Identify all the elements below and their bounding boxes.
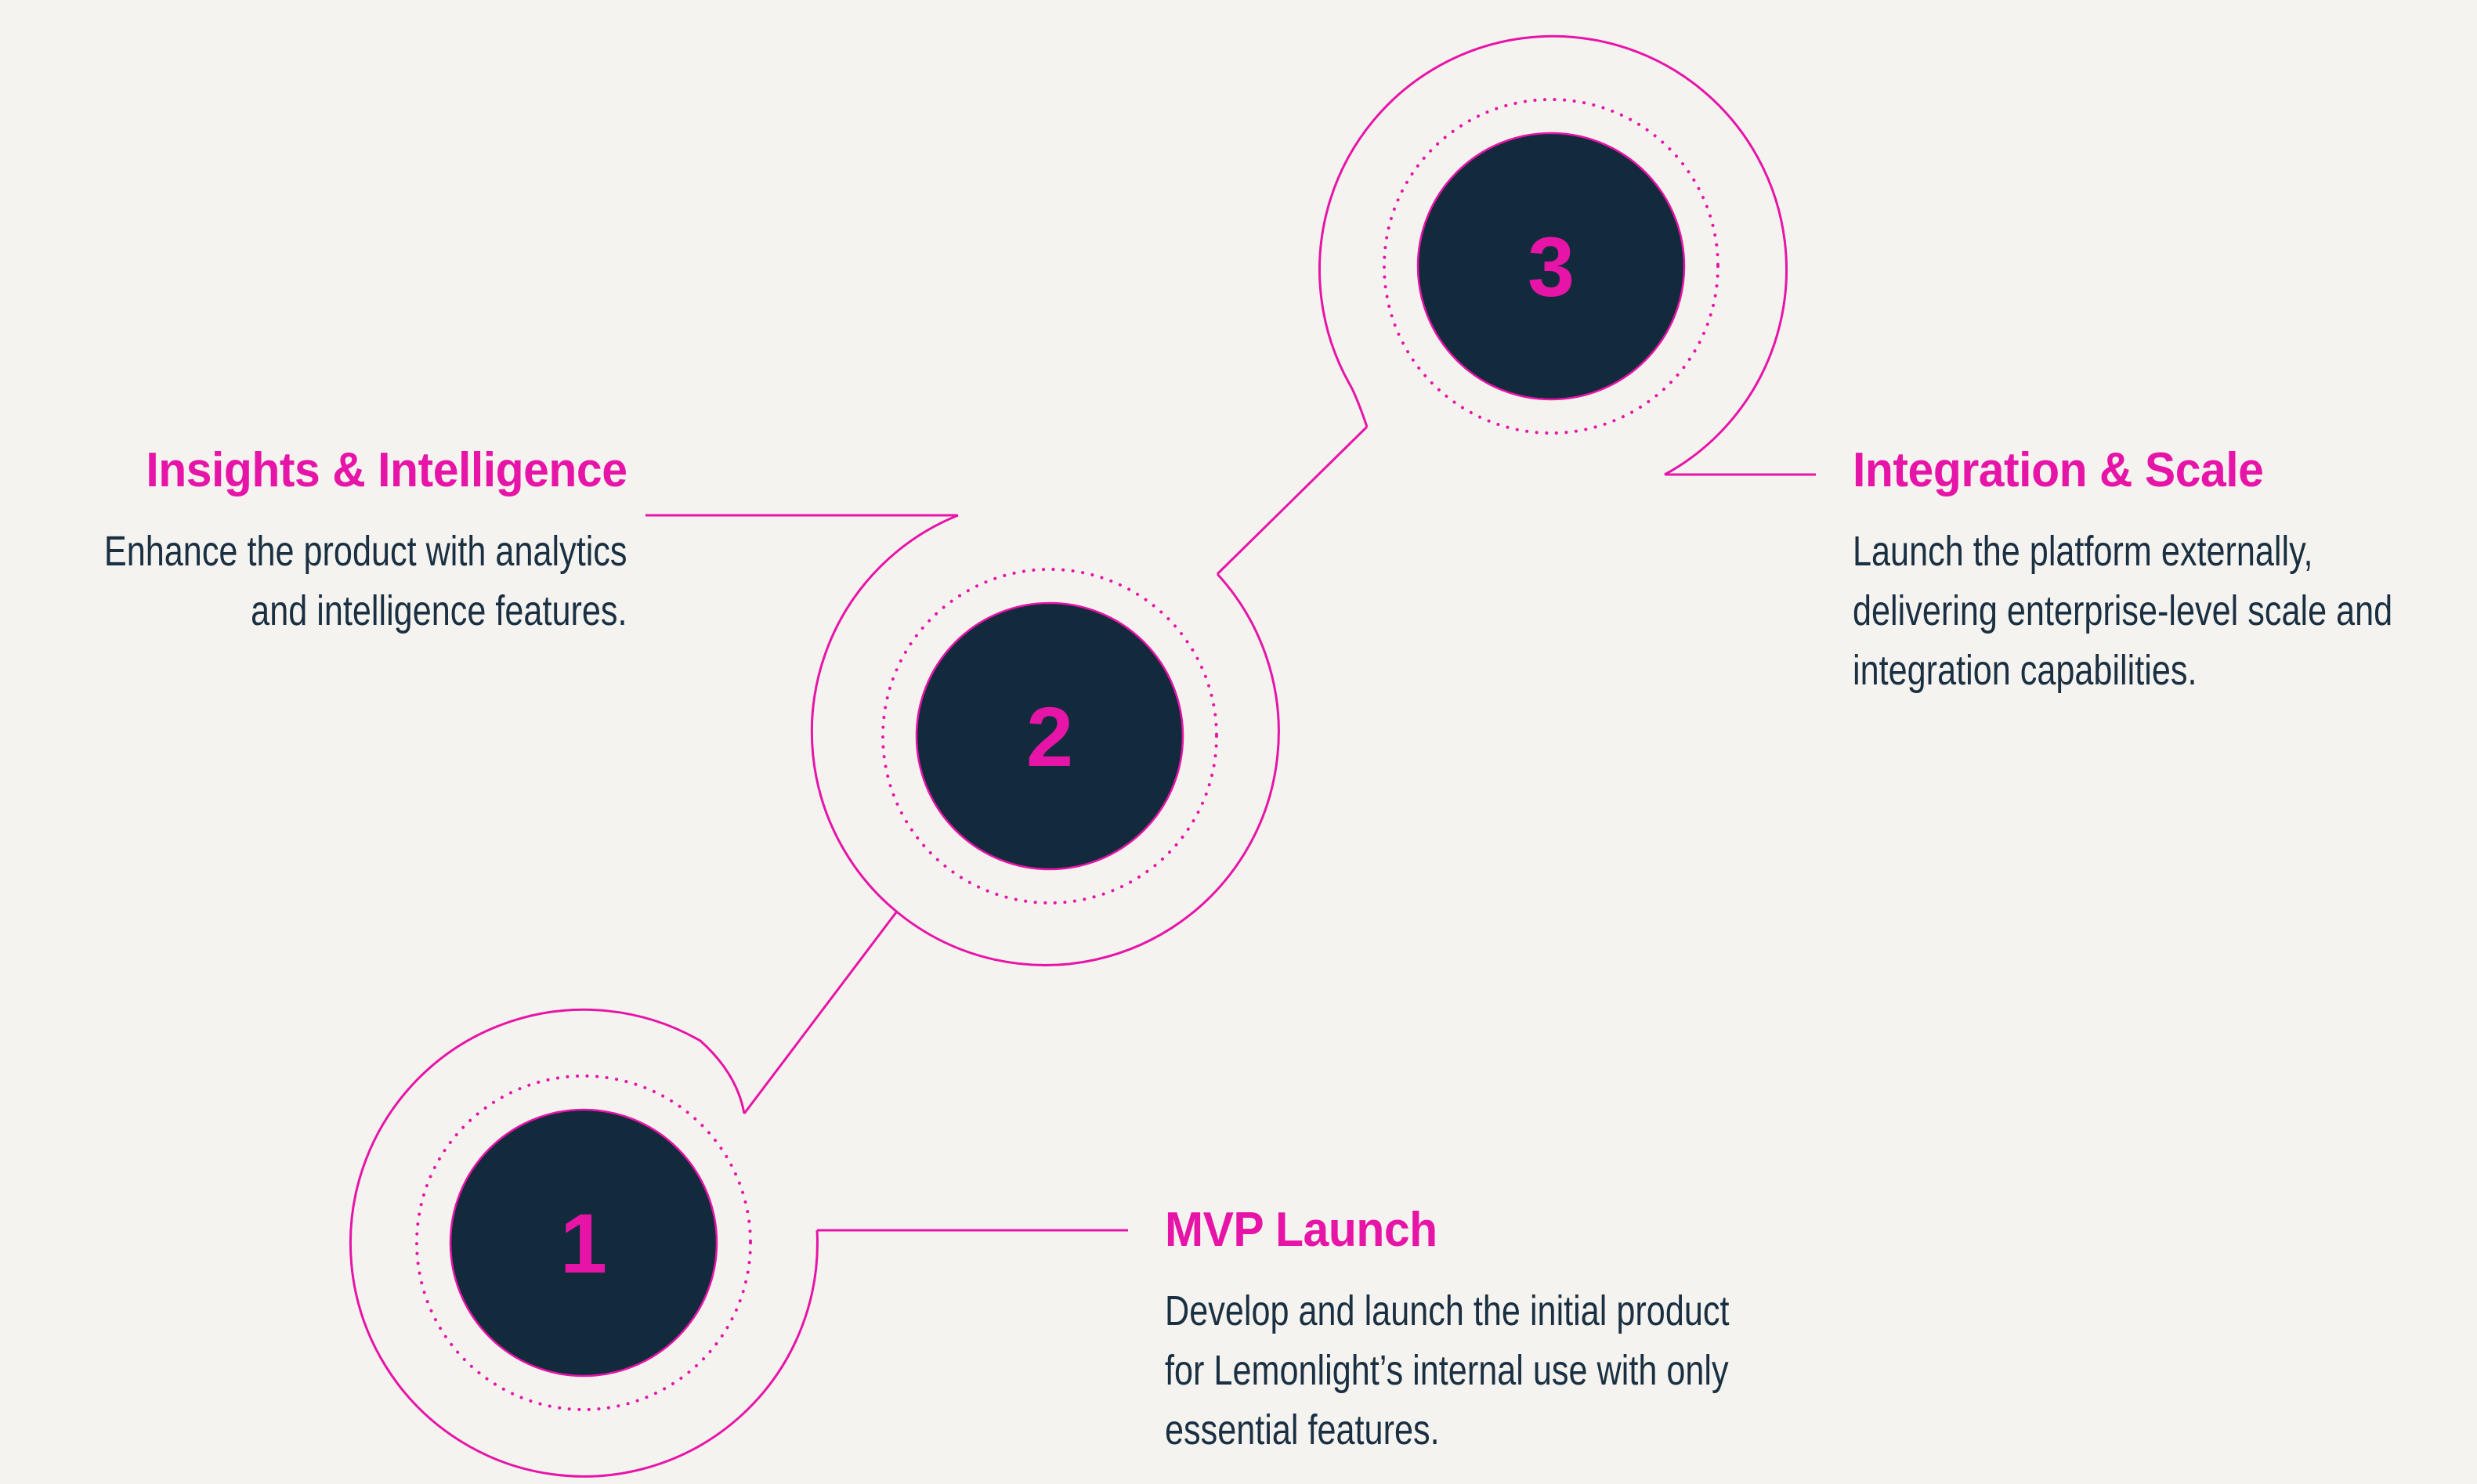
connector-step2-to-step3 [1216, 425, 1369, 576]
step-2-description-line-1: Enhance the product with analytics [103, 528, 627, 575]
step-1-description-line-2: for Lemonlight’s internal use with only [1165, 1347, 1729, 1394]
step-1-dotted-ring [415, 1074, 752, 1411]
step-2-description-line-2: and intelligence features. [250, 587, 627, 634]
step-3-title: Integration & Scale [1853, 443, 2264, 497]
step-3-dotted-ring [1383, 98, 1719, 435]
step-1-description-line-1: Develop and launch the initial product [1165, 1287, 1730, 1334]
step-2-circle [915, 601, 1184, 871]
step-2-node [810, 514, 1280, 966]
step-2-dotted-ring [881, 568, 1218, 904]
step-1-circle [449, 1108, 718, 1377]
step-3-node [1318, 34, 1788, 476]
step-1-title: MVP Launch [1165, 1203, 1437, 1257]
step-2-title: Insights & Intelligence [145, 443, 627, 497]
step-3-circle [1416, 132, 1686, 401]
step-1-number: 1 [559, 1195, 608, 1291]
connector-step1-to-step2 [743, 912, 898, 1114]
step-3-description-line-1: Launch the platform externally, [1853, 528, 2313, 575]
step-1-outer-ring [349, 1008, 819, 1478]
step-3-label-block: Integration & Scale Launch the platform … [1853, 446, 2477, 700]
step-1-description-line-3: essential features. [1165, 1406, 1440, 1453]
step-3-description-line-2: delivering enterprise-level scale and [1853, 587, 2393, 634]
step-3-number: 3 [1527, 218, 1575, 314]
step-3-outer-ring [1318, 34, 1788, 476]
step-2-label-block: Insights & Intelligence Enhance the prod… [0, 446, 627, 641]
step-1-label-block: MVP Launch Develop and launch the initia… [1165, 1206, 1871, 1460]
step-3-description-line-3: integration capabilities. [1853, 647, 2197, 694]
step-1-node [349, 1008, 819, 1478]
step-2-outer-ring [810, 514, 1280, 966]
step-2-number: 2 [1025, 688, 1074, 784]
